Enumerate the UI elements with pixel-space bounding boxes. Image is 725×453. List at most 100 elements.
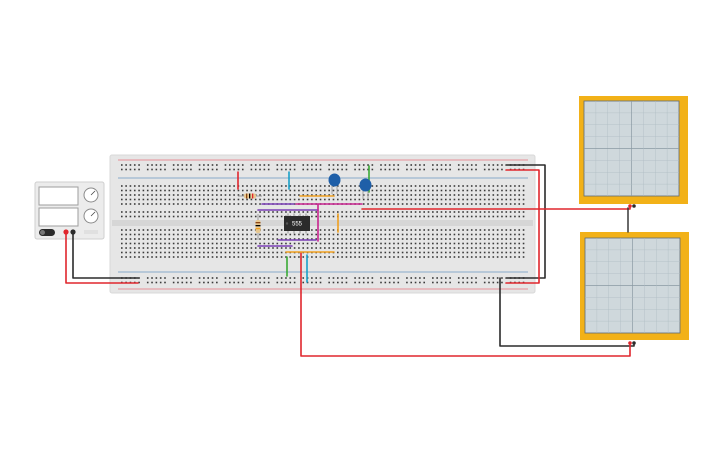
positive-terminal[interactable] [63,229,69,235]
oscilloscope-1-probe-negative[interactable] [632,204,636,208]
breadboard-hole [233,247,235,249]
breadboard-hole [185,251,188,254]
breadboard-hole [337,233,339,236]
resistor-1[interactable] [238,193,262,199]
wire-supply-positive[interactable] [65,233,139,284]
wire-supply-negative[interactable] [72,233,139,279]
wire-scope2-ground[interactable] [499,277,635,347]
breadboard-hole [410,189,413,192]
breadboard-hole [241,238,244,240]
breadboard-hole [151,277,153,279]
breadboard-hole [155,251,158,254]
breadboard-hole [432,164,434,166]
breadboard-hole [483,189,486,192]
capacitor-1[interactable] [328,173,341,195]
oscilloscope-2[interactable] [580,232,689,345]
breadboard-hole [133,189,136,192]
breadboard-hole [358,256,361,258]
breadboard-hole [432,256,434,258]
wire-right-rail-black[interactable] [505,164,546,279]
breadboard-hole [177,281,179,284]
breadboard-hole [224,277,227,279]
power-supply[interactable] [34,181,105,240]
breadboard-hole [224,203,227,205]
breadboard-hole [440,215,443,218]
breadboard-hole [501,189,503,192]
breadboard-hole [185,168,188,171]
breadboard-hole [419,203,421,205]
breadboard-hole [457,229,460,231]
breadboard-hole [311,211,313,213]
breadboard-hole [237,189,240,192]
breadboard-hole [306,164,309,166]
breadboard-hole [419,164,421,166]
breadboard-hole [332,247,335,249]
breadboard-hole [216,277,218,279]
resistor-2[interactable] [255,214,261,240]
breadboard-hole [414,229,417,231]
breadboard-hole [216,185,218,187]
breadboard-hole [362,256,365,258]
breadboard-hole [306,238,309,240]
breadboard-hole [337,168,339,171]
breadboard-hole [138,203,140,205]
breadboard-hole [311,194,313,196]
breadboard-hole [470,198,473,201]
breadboard-hole [146,211,149,213]
oscilloscope-1[interactable] [579,96,688,208]
breadboard-hole [358,211,361,213]
breadboard-hole [380,233,382,236]
breadboard-hole [380,238,382,240]
breadboard-hole [371,185,374,187]
breadboard-hole [125,194,127,196]
breadboard-hole [172,164,175,166]
breadboard-hole [483,238,486,240]
breadboard-hole [250,203,253,205]
breadboard-hole [190,251,192,254]
breadboard-hole [462,251,464,254]
breadboard-hole [384,203,387,205]
negative-terminal[interactable] [70,229,76,235]
breadboard-hole [138,242,140,245]
breadboard-hole [410,168,413,171]
breadboard-hole [142,229,145,231]
breadboard-hole [496,251,499,254]
external-wires [65,164,635,357]
breadboard-hole [509,198,512,201]
breadboard-hole [522,189,525,192]
wire-scope1-signal[interactable] [361,205,631,210]
breadboard-hole [133,247,136,249]
resistor-2-band-1 [255,222,261,224]
breadboard-hole [250,189,253,192]
ic-555[interactable]: 555 [284,213,310,234]
capacitor-2[interactable] [359,178,372,200]
breadboard-hole [483,233,486,236]
breadboard-hole [164,198,166,201]
breadboard-hole [280,281,283,284]
breadboard-hole [241,277,244,279]
wire-scope2-signal[interactable] [300,252,631,357]
breadboard-hole [449,185,451,187]
breadboard-hole [406,242,408,245]
breadboard-hole [362,211,365,213]
breadboard-hole [393,203,395,205]
breadboard-hole [509,189,512,192]
breadboard-hole [457,189,460,192]
breadboard-hole [505,211,508,213]
breadboard-hole [388,233,391,236]
breadboard[interactable] [109,154,536,294]
wire-right-rail-red[interactable] [505,169,540,284]
breadboard-hole [514,198,516,201]
breadboard-hole [177,194,179,196]
breadboard-hole [479,203,482,205]
breadboard-hole [142,203,145,205]
breadboard-hole [207,242,209,245]
breadboard-hole [367,277,369,279]
breadboard-hole [470,229,473,231]
breadboard-hole [272,233,274,236]
breadboard-hole [216,194,218,196]
breadboard-hole [436,164,438,166]
breadboard-hole [267,164,270,166]
breadboard-hole [229,238,231,240]
breadboard-hole [505,229,508,231]
